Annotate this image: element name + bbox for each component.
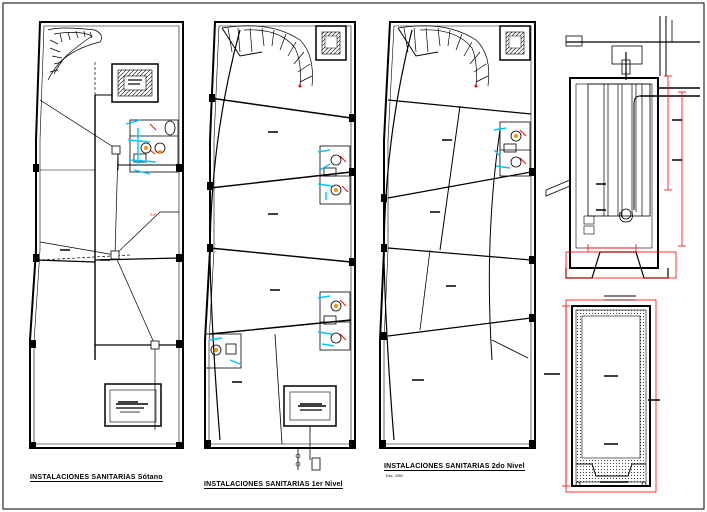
stair-basement: [47, 27, 102, 81]
caption-first-floor: INSTALACIONES SANITARIAS 1er Nivel: [204, 481, 343, 489]
bath-first-left: [204, 333, 242, 369]
bath-first-lower: [319, 291, 351, 351]
stair-first: [221, 25, 313, 88]
caption-second-floor: INSTALACIONES SANITARIAS 2do Nivel: [384, 463, 525, 471]
section-detail: [545, 16, 700, 279]
cistern-detail: [544, 295, 660, 493]
plan-second-floor: [379, 21, 536, 449]
bath-second: [499, 121, 531, 177]
svg-text:S.F.: S.F.: [150, 212, 157, 217]
plan-first-floor: [204, 21, 356, 471]
caption-basement: INSTALACIONES SANITARIAS Sótano: [30, 474, 163, 482]
stair-second: [397, 25, 490, 88]
plan-basement: S.F.: [29, 21, 184, 449]
bath-basement: [129, 119, 179, 173]
scale-second-floor: Esc. 1/50: [386, 473, 403, 478]
